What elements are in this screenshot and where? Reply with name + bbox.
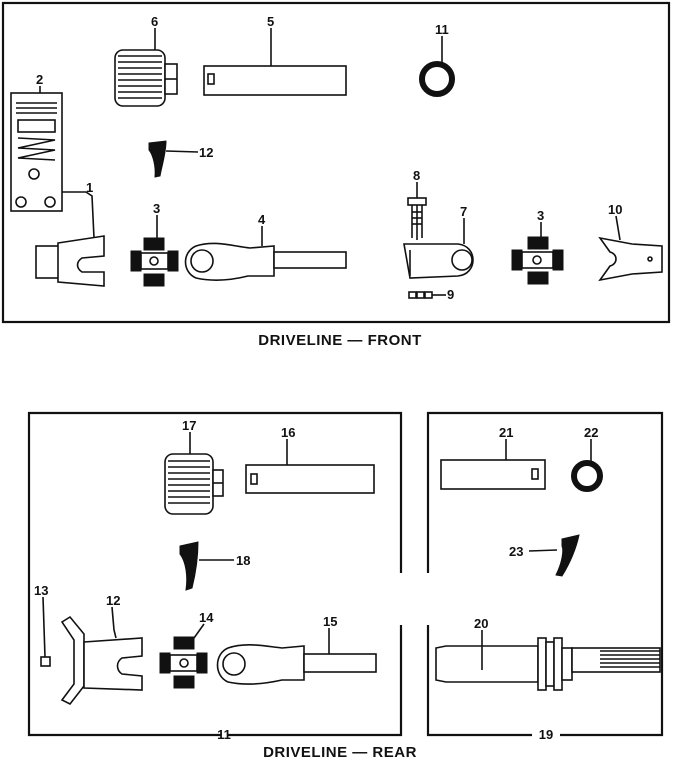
callout-19: 19 <box>539 727 553 742</box>
rear-callout-leaders <box>42 432 592 670</box>
callout-2: 2 <box>36 72 43 87</box>
callout-11-rear: 11 <box>217 727 231 742</box>
callout-18: 18 <box>236 553 250 568</box>
callout-7: 7 <box>460 204 467 219</box>
callout-23: 23 <box>509 544 523 559</box>
callout-14: 14 <box>199 610 214 625</box>
callout-11: 11 <box>435 22 449 37</box>
callout-16: 16 <box>281 425 295 440</box>
callout-3b: 3 <box>537 208 544 223</box>
caption-driveline-rear: DRIVELINE — REAR <box>263 744 417 761</box>
part-22-ring <box>571 460 603 492</box>
part-1-yoke <box>35 235 105 287</box>
rear-left-panel-frame <box>27 411 403 737</box>
callout-5: 5 <box>267 14 274 29</box>
caption-driveline-front: DRIVELINE — FRONT <box>258 332 422 349</box>
callout-3a: 3 <box>153 201 160 216</box>
part-13-block <box>40 656 51 667</box>
part-15-slip-yoke <box>216 644 377 685</box>
part-12-wedge <box>148 140 167 178</box>
front-panel-frame <box>1 1 671 324</box>
callout-17: 17 <box>182 418 196 433</box>
part-14-universal-joint <box>159 636 208 689</box>
part-7-flange-yoke <box>403 243 474 279</box>
callout-4: 4 <box>258 212 266 227</box>
part-11-ring <box>419 61 455 97</box>
callout-15: 15 <box>323 614 337 629</box>
part-5-tube <box>203 65 347 96</box>
part-8-bolt <box>407 197 427 240</box>
callout-6: 6 <box>151 14 158 29</box>
part-3-universal-joint-b <box>511 236 564 285</box>
part-2-instruction-sheet <box>10 92 63 212</box>
callout-20: 20 <box>474 616 488 631</box>
part-10-end-yoke <box>598 236 663 282</box>
part-21-tube <box>440 459 546 490</box>
part-17-boot <box>164 453 224 515</box>
part-12-rear-flange-yoke <box>60 615 143 706</box>
rear-right-panel-frame <box>426 411 664 737</box>
part-9-lock-plate <box>408 291 433 299</box>
callout-21: 21 <box>499 425 513 440</box>
callout-12-rear: 12 <box>106 593 120 608</box>
callout-9: 9 <box>447 287 454 302</box>
part-6-boot <box>114 49 178 107</box>
callout-8: 8 <box>413 168 420 183</box>
part-20-splined-shaft <box>435 637 661 691</box>
front-callout-leaders <box>39 28 621 296</box>
part-3-universal-joint-a <box>130 237 179 287</box>
callout-13: 13 <box>34 583 48 598</box>
part-23-wedge <box>555 534 580 577</box>
callout-22: 22 <box>584 425 598 440</box>
callout-1: 1 <box>86 180 93 195</box>
part-16-tube <box>245 464 375 494</box>
callout-12: 12 <box>199 145 213 160</box>
part-4-slip-yoke <box>184 242 347 281</box>
part-18-wedge <box>179 541 199 591</box>
callout-10: 10 <box>608 202 622 217</box>
